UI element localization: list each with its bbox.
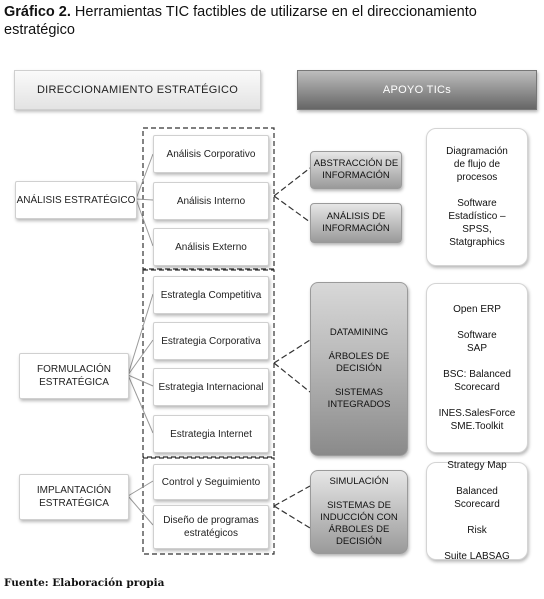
figure-title: Herramientas TIC factibles de utilizarse… (4, 4, 477, 38)
activity-control-seguimiento: Control y Seguimiento (153, 464, 269, 500)
activity-analisis-interno: Análisis Interno (153, 182, 269, 220)
figure-label: Gráfico 2. (4, 4, 71, 20)
group-frame-analisis (142, 127, 275, 270)
activity-estrategia-internet: Estrategia Internet (153, 415, 269, 453)
activity-estrategia-internacional: Estrategia Internacional (153, 368, 269, 406)
phase-implantacion-label: IMPLANTACIÓN ESTRATÉGICA (36, 485, 112, 509)
tic-analisis-informacion: ANÁLISIS DE INFORMACIÓN (310, 203, 402, 243)
tic-abstraccion-informacion: ABSTRACCIÓN DE INFORMACIÓN (310, 151, 402, 189)
header-apoyo-tics: APOYO TICs (297, 70, 537, 110)
activity-estrategia-corporativa: Estrategia Corporativa (153, 322, 269, 360)
tic-label: SIMULACIÓN SISTEMAS DE INDUCCIÓN CON ÁRB… (320, 476, 398, 547)
activity-label: Diseño de programas estratégicos (163, 515, 259, 539)
tic-datamining: DATAMINING ÁRBOLES DE DECISIÓN SISTEMAS … (310, 282, 408, 456)
phase-analisis-estrategico: ANÁLISIS ESTRATÉGICO (15, 181, 137, 219)
activity-diseno-programas: Diseño de programas estratégicos (153, 505, 269, 549)
activity-estrategia-competitiva: Estrategla Competitiva (153, 276, 269, 314)
activity-label: Estrategia Corporativa (161, 335, 261, 347)
activity-label: Estrategia Internacional (158, 381, 264, 393)
phase-formulacion-label: FORMULACIÓN ESTRATÉGICA (37, 364, 111, 388)
activity-analisis-externo: Análisis Externo (153, 228, 269, 266)
activity-label: Análisis Externo (175, 241, 247, 253)
tic-simulacion: SIMULACIÓN SISTEMAS DE INDUCCIÓN CON ÁRB… (310, 470, 408, 554)
activity-label: Estrategia Internet (170, 428, 252, 440)
tools-implantacion: Strategy Map Balanced Scorecard Risk Sui… (426, 460, 528, 562)
activity-label: Análisis Corporativo (166, 148, 256, 160)
tools-analisis: Diagramación de flujo de procesos Softwa… (426, 128, 528, 266)
phase-implantacion-estrategica: IMPLANTACIÓN ESTRATÉGICA (19, 474, 129, 520)
activity-label: Estrategla Competitiva (160, 289, 262, 301)
source-note: Fuente: Elaboración propia (4, 577, 165, 589)
header-direccionamiento: DIRECCIONAMIENTO ESTRATÉGICO (14, 70, 261, 110)
tic-label: ABSTRACCIÓN DE INFORMACIÓN (313, 158, 399, 181)
tic-label: ANÁLISIS DE INFORMACIÓN (322, 211, 390, 234)
tools-formulacion: Open ERP Software SAP BSC: Balanced Scor… (426, 283, 528, 453)
activity-label: Control y Seguimiento (161, 476, 261, 488)
phase-analisis-label: ANÁLISIS ESTRATÉGICO (16, 194, 136, 206)
phase-formulacion-estrategica: FORMULACIÓN ESTRATÉGICA (19, 353, 129, 399)
activity-analisis-corporativo: Análisis Corporativo (153, 135, 269, 173)
tic-label: DATAMINING ÁRBOLES DE DECISIÓN SISTEMAS … (327, 327, 391, 410)
tools-formulacion-label: Open ERP Software SAP BSC: Balanced Scor… (438, 304, 516, 432)
figure-caption: Gráfico 2. Herramientas TIC factibles de… (4, 3, 538, 39)
tools-analisis-label: Diagramación de flujo de procesos Softwa… (446, 146, 508, 248)
tools-implantacion-label: Strategy Map Balanced Scorecard Risk Sui… (444, 460, 510, 562)
activity-label: Análisis Interno (176, 195, 246, 207)
